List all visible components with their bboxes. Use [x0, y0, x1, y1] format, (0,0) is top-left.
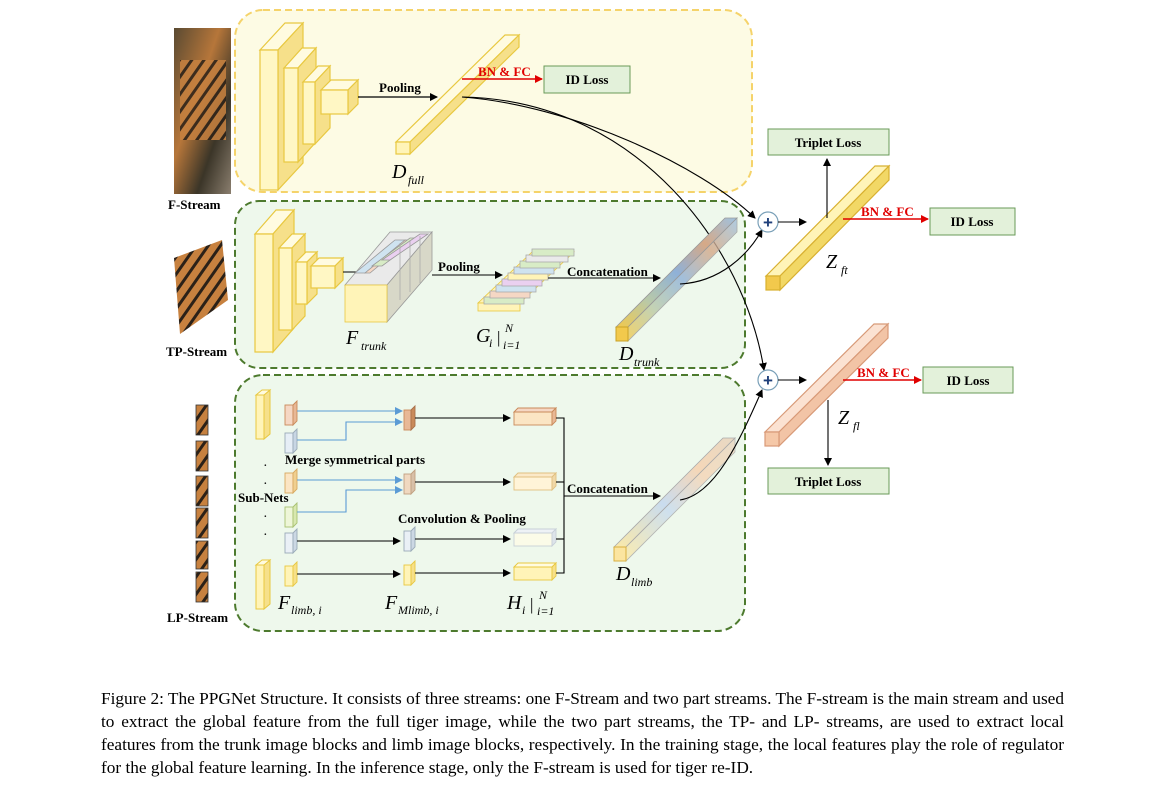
svg-text:Triplet Loss: Triplet Loss: [795, 135, 862, 150]
lp-dots-2: ·: [263, 477, 268, 492]
svg-text:N: N: [504, 321, 514, 335]
h-i-label: H i | N i=1: [506, 588, 554, 618]
svg-text:Z: Z: [826, 251, 838, 273]
svg-text:Z: Z: [838, 407, 850, 429]
lp-dots-4: ·: [263, 528, 268, 543]
tiger-limb-images: [195, 404, 209, 603]
svg-text:i=1: i=1: [537, 604, 554, 618]
f-limb-blocks: [284, 399, 298, 588]
merge-parts-label: Merge symmetrical parts: [285, 452, 425, 467]
lp-concat-label: Concatenation: [567, 481, 649, 496]
svg-text:trunk: trunk: [634, 355, 660, 369]
f-id-loss-box: ID Loss: [543, 65, 631, 94]
zft-id-loss-box: ID Loss: [929, 207, 1016, 236]
f-stream-label: F-Stream: [168, 197, 221, 212]
tiger-trunk-image: [174, 240, 228, 334]
merge-arrows: [297, 407, 403, 513]
svg-text:D: D: [391, 161, 407, 183]
mlimb-to-h-arrows: [415, 414, 511, 577]
svg-text:+: +: [763, 213, 773, 232]
dfull-to-zfl-curve: [461, 96, 767, 371]
svg-text:Triplet Loss: Triplet Loss: [795, 474, 862, 489]
d-full-label: D full: [391, 161, 425, 187]
svg-text:Mlimb, i: Mlimb, i: [397, 603, 439, 617]
zft-bnfc-label: BN & FC: [861, 204, 914, 219]
svg-text:F: F: [345, 327, 359, 349]
svg-text:trunk: trunk: [361, 339, 387, 353]
f-pooling-label: Pooling: [379, 80, 421, 95]
f-mlimb-blocks: [403, 404, 416, 587]
zfl-bnfc-label: BN & FC: [857, 365, 910, 380]
f-stream-backbone: [258, 21, 360, 192]
tp-concat-label: Concatenation: [567, 264, 649, 279]
z-fl-label: Z fl: [838, 407, 860, 433]
svg-text:+: +: [763, 371, 773, 390]
svg-text:full: full: [408, 173, 425, 187]
svg-text:i: i: [489, 336, 492, 350]
lp-stream-panel: [234, 374, 746, 632]
plus-node-ft: +: [757, 211, 779, 233]
d-full-feature-bar: [394, 33, 521, 156]
svg-text:|: |: [530, 595, 533, 614]
tp-stream-backbone: [253, 208, 345, 354]
dlimb-to-zfl-curve: [679, 389, 763, 501]
svg-text:i: i: [522, 603, 525, 617]
lp-stream-label: LP-Stream: [167, 610, 228, 625]
f-trunk-feature-stack: [344, 230, 433, 324]
g-i-feature-stack: [476, 248, 576, 312]
tp-pooling-label: Pooling: [438, 259, 480, 274]
svg-text:N: N: [538, 588, 548, 602]
d-trunk-feature-bar: [615, 217, 738, 342]
f-limb-label: F limb, i: [277, 592, 322, 617]
svg-text:ID Loss: ID Loss: [566, 72, 609, 87]
sub-nets-label: Sub-Nets: [238, 490, 289, 505]
z-ft-label: Z ft: [826, 251, 848, 277]
svg-text:|: |: [497, 328, 500, 347]
ppgnet-diagram: F-Stream TP-Stream LP-Stream Pooling D f…: [166, 9, 1016, 632]
dtrunk-to-zft-curve: [679, 229, 763, 285]
z-ft-feature-bar: [764, 164, 891, 292]
lp-limb-backbones: [254, 388, 272, 611]
f-mlimb-label: F Mlimb, i: [384, 592, 439, 617]
svg-text:limb, i: limb, i: [291, 603, 322, 617]
f-trunk-label: F trunk: [345, 327, 387, 353]
d-trunk-label: D trunk: [618, 343, 660, 369]
svg-text:ID Loss: ID Loss: [947, 373, 990, 388]
svg-text:F: F: [384, 592, 398, 614]
svg-text:D: D: [615, 563, 631, 585]
svg-text:H: H: [506, 592, 523, 614]
z-fl-feature-bar: [763, 322, 890, 448]
lp-dots-3: ·: [263, 510, 268, 525]
svg-text:D: D: [618, 343, 634, 365]
f-bnfc-label: BN & FC: [478, 64, 531, 79]
conv-arrows: [297, 537, 401, 578]
svg-text:G: G: [476, 325, 491, 347]
zfl-triplet-loss-box: Triplet Loss: [767, 467, 890, 495]
svg-text:i=1: i=1: [503, 338, 520, 352]
zfl-id-loss-box: ID Loss: [922, 366, 1014, 394]
g-i-label: G i | N i=1: [476, 321, 520, 352]
dfull-to-zft-curve: [461, 96, 756, 219]
svg-text:ft: ft: [841, 263, 848, 277]
lp-dots: ·: [263, 459, 268, 474]
svg-text:ID Loss: ID Loss: [951, 214, 994, 229]
figure-caption: Figure 2: The PPGNet Structure. It consi…: [101, 689, 1064, 778]
svg-text:limb: limb: [631, 575, 652, 589]
d-limb-label: D limb: [615, 563, 652, 589]
tp-stream-label: TP-Stream: [166, 344, 227, 359]
zft-triplet-loss-box: Triplet Loss: [767, 128, 890, 156]
plus-node-fl: +: [757, 369, 779, 391]
tiger-full-image: [174, 28, 231, 194]
svg-text:fl: fl: [853, 419, 860, 433]
svg-text:F: F: [277, 592, 291, 614]
conv-pool-label: Convolution & Pooling: [398, 511, 526, 526]
h-i-blocks: [512, 406, 558, 582]
